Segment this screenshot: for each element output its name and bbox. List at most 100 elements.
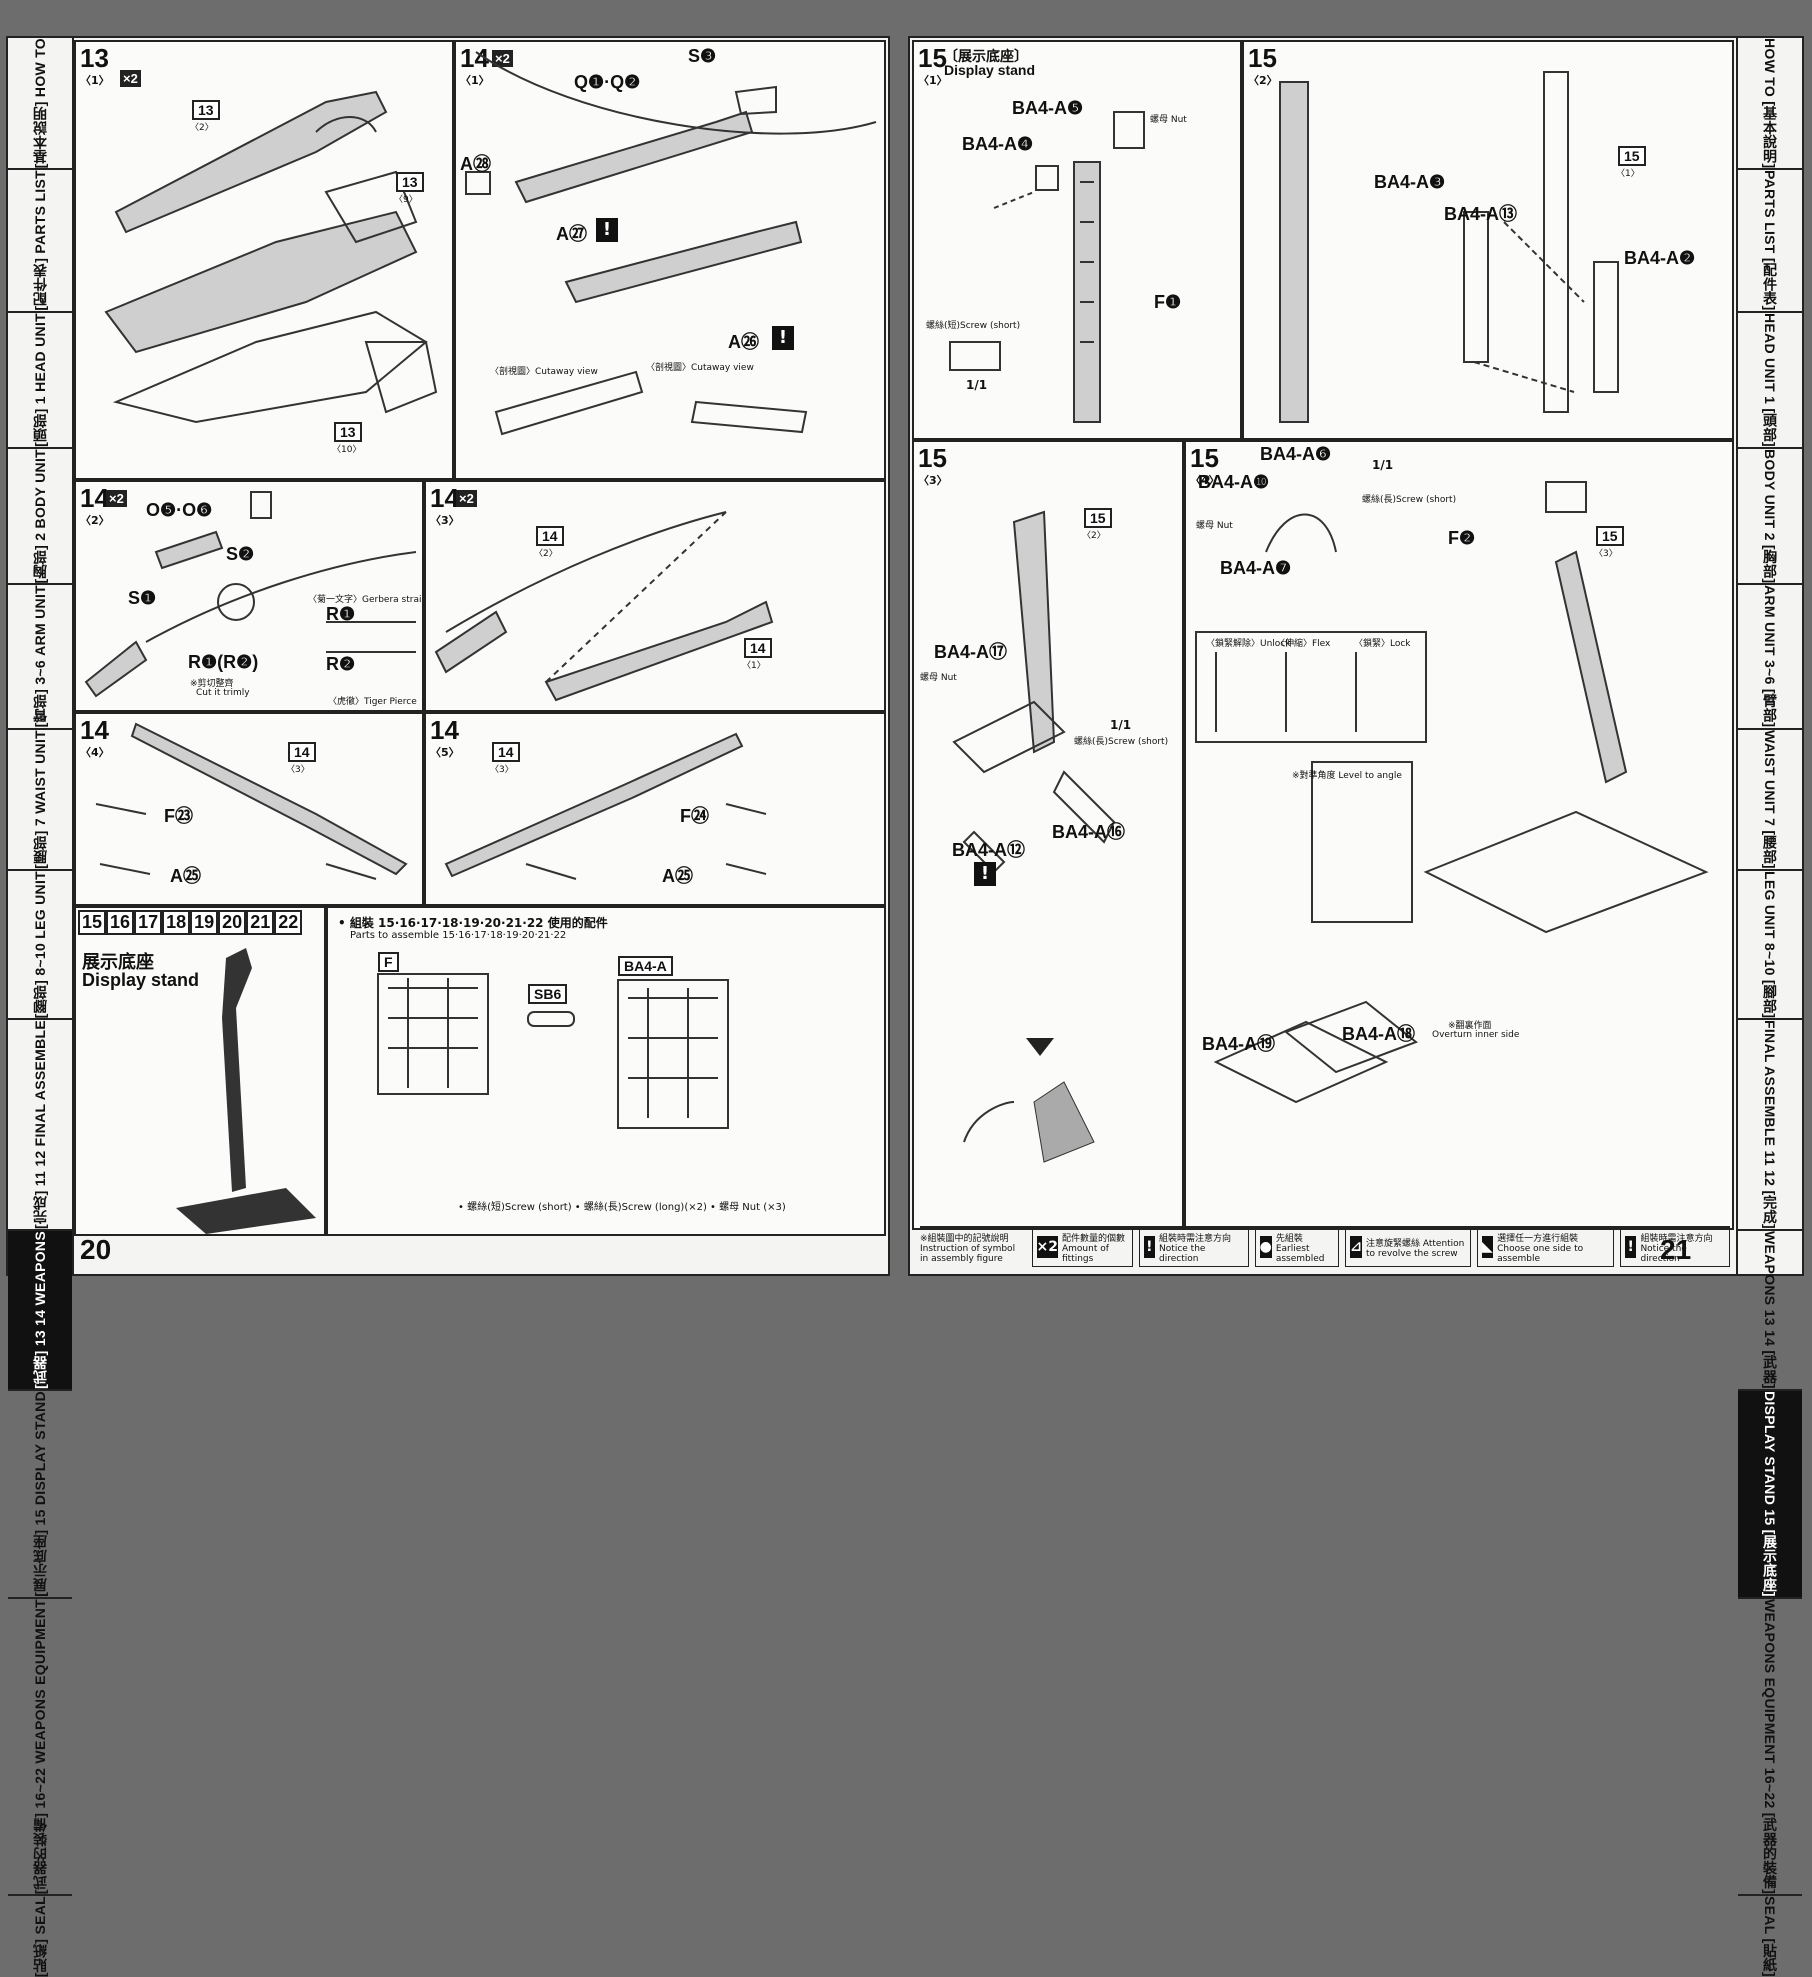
section-tab[interactable]: [基本說明] HOW TO bbox=[8, 38, 72, 171]
step-sub: 〈4〉 bbox=[80, 746, 110, 759]
ref-sub: 〈9〉 bbox=[394, 195, 418, 205]
legend-symbol-icon: ● bbox=[1259, 1236, 1272, 1258]
section-tab[interactable]: [完成] 11 12 FINAL ASSEMBLE bbox=[8, 1020, 72, 1232]
step-sub: 〈1〉 bbox=[918, 74, 948, 87]
step-range-number: 21 bbox=[246, 910, 275, 935]
legend-symbol-icon: ! bbox=[1143, 1236, 1156, 1258]
sword-fin-drawing bbox=[444, 732, 767, 880]
runner-label: F bbox=[378, 952, 399, 972]
section-tab-label: WEAPONS 13 14 [武器] bbox=[1762, 1231, 1778, 1389]
ref-label: 13 bbox=[192, 100, 220, 120]
section-tab[interactable]: [配件表] PARTS LIST bbox=[8, 170, 72, 314]
legend-text: 先組裝 Earliest assembled bbox=[1275, 1233, 1325, 1264]
section-tab[interactable]: [腰部] 7 WAIST UNIT bbox=[8, 730, 72, 871]
screw-label: 螺絲(短)Screw (short) bbox=[926, 321, 1021, 331]
parts-subheading: Parts to assemble 15·16·17·18·19·20·21·2… bbox=[350, 930, 567, 941]
overturn-note: Overturn inner side bbox=[1432, 1030, 1520, 1040]
section-tab[interactable]: ARM UNIT 3~6 [臂部] bbox=[1738, 585, 1802, 730]
cutaway-caption: 〈剖視圖〉Cutaway view bbox=[646, 363, 754, 373]
mode-caption: 〈伸縮〉Flex bbox=[1276, 639, 1331, 649]
step-number: 14 bbox=[80, 483, 109, 513]
part-label: BA4-A❸ bbox=[1374, 172, 1446, 192]
section-tab-label: SEAL [貼紙] bbox=[1762, 1895, 1778, 1977]
section-tab[interactable]: BODY UNIT 2 [胸部] bbox=[1738, 449, 1802, 586]
section-tab-label: [配件表] PARTS LIST bbox=[32, 170, 48, 312]
step-sub: 〈1〉 bbox=[80, 74, 110, 87]
legend-text: 配件數量的個數 Amount of fittings bbox=[1061, 1233, 1125, 1264]
left-tab-strip: [基本說明] HOW TO[配件表] PARTS LIST[頭部] 1 HEAD… bbox=[8, 38, 74, 1977]
step-14-4-panel: 14 〈4〉 14 〈3〉 F㉓ A㉕ bbox=[74, 712, 424, 906]
part-label: BA4-A⑯ bbox=[1052, 822, 1126, 842]
section-tab[interactable]: LEG UNIT 8~10 [腳部] bbox=[1738, 871, 1802, 1021]
section-tab[interactable]: [頭部] 1 HEAD UNIT bbox=[8, 313, 72, 449]
parts-heading: • 組裝 15·16·17·18·19·20·21·22 使用的配件 bbox=[338, 916, 608, 930]
step-14-2-panel: 14 〈2〉 ×2 O❺·O❻ S❷ S❶ R❶(R❷) ※剪切整齊 Cut i… bbox=[74, 480, 424, 712]
part-label: A㉕ bbox=[170, 866, 201, 886]
part-label: BA4-A❷ bbox=[1624, 248, 1696, 268]
ref-label: 15 bbox=[1618, 146, 1646, 166]
step-sub: 〈4〉 bbox=[1190, 474, 1220, 487]
part-label: BA4-A❿ bbox=[1198, 472, 1270, 492]
legend-symbol-icon: ×2 bbox=[1036, 1236, 1058, 1258]
step-sub: 〈2〉 bbox=[1248, 74, 1278, 87]
section-tab[interactable]: WEAPONS 13 14 [武器] bbox=[1738, 1231, 1802, 1391]
sword-fin-drawing bbox=[95, 722, 408, 880]
parts-panel: • 組裝 15·16·17·18·19·20·21·22 使用的配件 Parts… bbox=[326, 906, 886, 1236]
step-15-1-panel: 15 〈1〉 〔展示底座〕 Display stand BA4-A❺ BA4-A… bbox=[912, 40, 1242, 440]
step-sub: 〈5〉 bbox=[430, 746, 460, 759]
section-tab-label: FINAL ASSEMBLE 11 12 [完成] bbox=[1762, 1020, 1778, 1230]
section-tab[interactable]: [武器] 13 14 WEAPONS bbox=[8, 1231, 72, 1391]
ref-label: 14 bbox=[492, 742, 520, 762]
direction-warning-icon: ! bbox=[974, 862, 996, 886]
step-range-number: 15 bbox=[78, 910, 107, 935]
section-tab[interactable]: [展示底座] 15 DISPLAY STAND bbox=[8, 1391, 72, 1599]
part-label: A㉘ bbox=[460, 154, 491, 174]
part-label: Q❶·Q❷ bbox=[574, 72, 641, 92]
overturn-note: ※翻裏作面 bbox=[1448, 1021, 1492, 1031]
step-range-number: 19 bbox=[190, 910, 219, 935]
part-label: S❸ bbox=[688, 46, 717, 66]
section-tab-label: [展示底座] 15 DISPLAY STAND bbox=[32, 1390, 48, 1597]
section-tab[interactable]: [臂部] 3~6 ARM UNIT bbox=[8, 585, 72, 730]
section-tab[interactable]: FINAL ASSEMBLE 11 12 [完成] bbox=[1738, 1020, 1802, 1232]
nut-label: 螺母 Nut bbox=[1150, 115, 1187, 125]
section-tab-label: HEAD UNIT 1 [頭部] bbox=[1762, 313, 1778, 447]
step-range-number: 17 bbox=[134, 910, 163, 935]
section-tab[interactable]: WAIST UNIT 7 [腰部] bbox=[1738, 730, 1802, 871]
part-label: F❶ bbox=[1154, 292, 1182, 312]
part-label: BA4-A❹ bbox=[962, 134, 1034, 154]
legend-symbol-icon: ⊿ bbox=[1350, 1236, 1362, 1258]
ref-label: 14 bbox=[536, 526, 564, 546]
stand-arm-drawing bbox=[949, 111, 1145, 423]
section-tab[interactable]: HOW TO [基本說明] bbox=[1738, 38, 1802, 171]
ref-label: 13 bbox=[396, 172, 424, 192]
section-tab[interactable]: PARTS LIST [配件表] bbox=[1738, 170, 1802, 314]
section-tab[interactable]: [腳部] 8~10 LEG UNIT bbox=[8, 871, 72, 1021]
section-tab[interactable]: [胸部] 2 BODY UNIT bbox=[8, 449, 72, 586]
stand-final-assembly-drawing bbox=[1195, 481, 1709, 1104]
section-title: 展示底座 bbox=[82, 952, 154, 972]
cutaway-caption: 〈剖視圖〉Cutaway view bbox=[490, 367, 598, 377]
screw-label: 螺絲(長)Screw (short) bbox=[1074, 737, 1169, 747]
section-tab[interactable]: DISPLAY STAND 15 [展示底座] bbox=[1738, 1390, 1802, 1599]
section-tab-label: [腰部] 7 WAIST UNIT bbox=[32, 729, 48, 869]
section-title-en: Display stand bbox=[82, 970, 200, 990]
ref-sub: 〈1〉 bbox=[742, 661, 766, 671]
section-tab[interactable]: [貼紙] SEAL bbox=[8, 1896, 72, 1977]
right-page: HOW TO [基本說明]PARTS LIST [配件表]HEAD UNIT 1… bbox=[908, 36, 1804, 1977]
section-tab[interactable]: HEAD UNIT 1 [頭部] bbox=[1738, 313, 1802, 449]
section-tab[interactable]: SEAL [貼紙] bbox=[1738, 1896, 1802, 1977]
right-tab-strip: HOW TO [基本說明]PARTS LIST [配件表]HEAD UNIT 1… bbox=[1736, 38, 1802, 1977]
legend-item: ◣選擇任一方進行組裝 Choose one side to assemble bbox=[1476, 1227, 1615, 1267]
legend-text: 組裝時需注意方向 Notice the direction bbox=[1640, 1233, 1713, 1264]
section-tab-label: ARM UNIT 3~6 [臂部] bbox=[1762, 585, 1778, 728]
ref-label: 13 bbox=[334, 422, 362, 442]
sword-sheath-drawing bbox=[434, 511, 774, 702]
section-tab[interactable]: WEAPONS EQUIPMENT 16~22 [武器的裝備] bbox=[1738, 1599, 1802, 1896]
step-sub: 〈3〉 bbox=[918, 474, 948, 487]
section-tab[interactable]: [武器的裝備] 16~22 WEAPONS EQUIPMENT bbox=[8, 1599, 72, 1896]
step-14-5-panel: 14 〈5〉 14 〈3〉 F㉔ A㉕ bbox=[424, 712, 886, 906]
part-label: A㉖ bbox=[728, 332, 759, 352]
